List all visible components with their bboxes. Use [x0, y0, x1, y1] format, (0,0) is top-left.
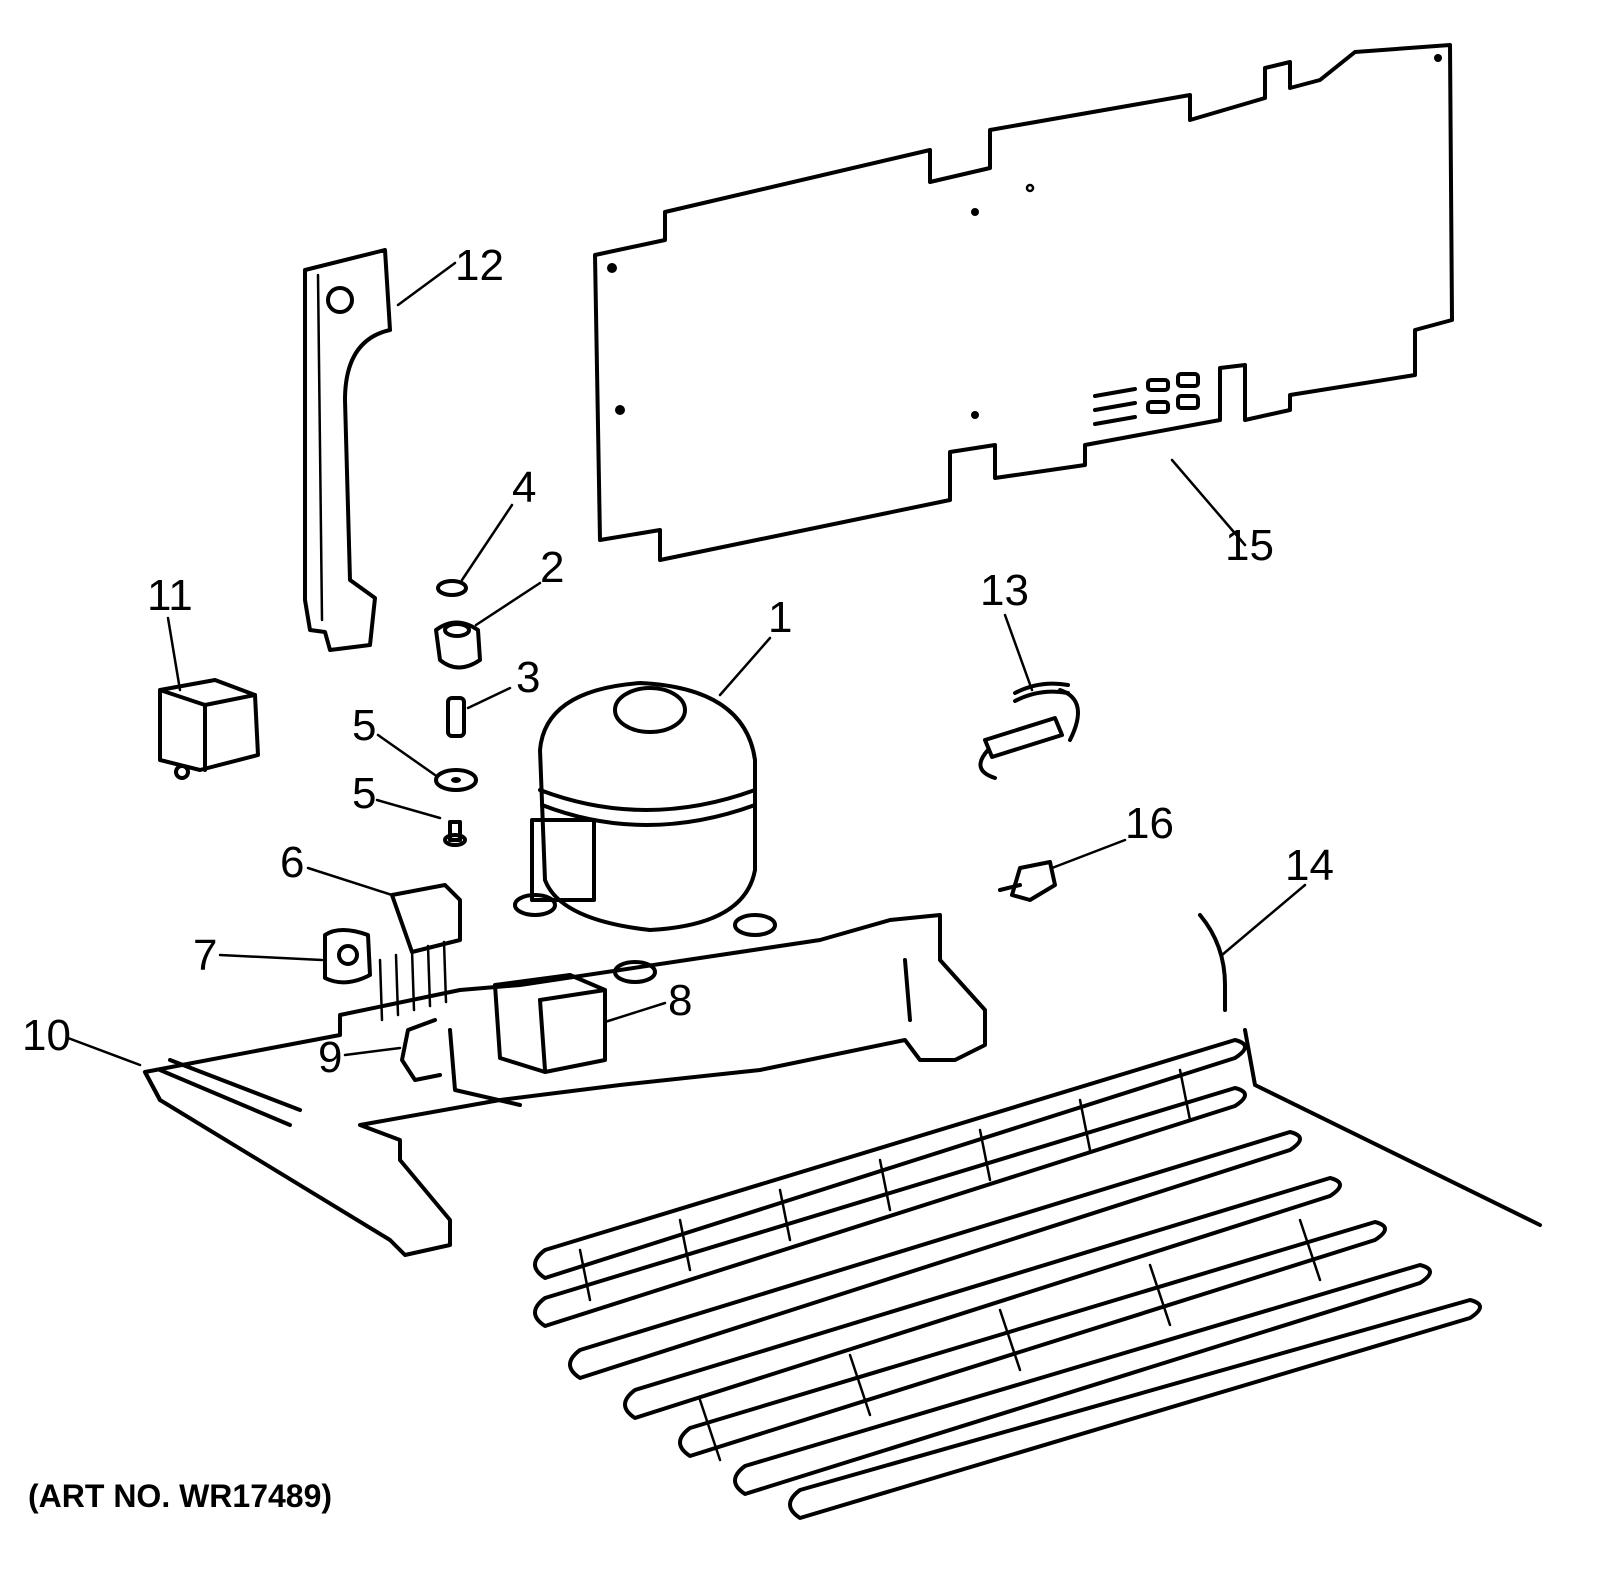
callout-12: 12	[455, 241, 504, 290]
art-number-caption: (ART NO. WR17489)	[28, 1478, 333, 1514]
bracket-part	[303, 248, 392, 652]
callout-labels: 1 2 3 4 5 5 6 7 8 9 10 11 12 13 14 15 16	[22, 241, 1334, 1082]
clip-part	[998, 860, 1057, 902]
callout-2: 2	[540, 543, 564, 592]
leader-lines	[66, 261, 1307, 1067]
callout-3: 3	[516, 653, 540, 702]
callout-14: 14	[1285, 841, 1334, 890]
callout-10: 10	[22, 1011, 71, 1060]
callout-7: 7	[193, 931, 217, 980]
callout-16: 16	[1125, 799, 1174, 848]
callout-1: 1	[768, 593, 792, 642]
base-pan-part	[143, 913, 987, 1257]
condenser-coil-part	[533, 913, 1542, 1520]
callout-4: 4	[512, 463, 536, 512]
mounting-hardware-parts	[434, 579, 482, 847]
callout-5a: 5	[352, 701, 376, 750]
callout-9: 9	[318, 1033, 342, 1082]
compressor-part	[513, 681, 777, 984]
back-panel-part	[593, 43, 1454, 562]
relay-box-part	[158, 678, 260, 780]
callout-11: 11	[147, 571, 193, 620]
callout-13: 13	[980, 566, 1029, 615]
callout-5b: 5	[352, 769, 376, 818]
harness-part	[978, 681, 1080, 780]
callout-8: 8	[668, 976, 692, 1025]
electrical-components	[323, 883, 607, 1082]
callout-15: 15	[1225, 521, 1274, 570]
callout-6: 6	[280, 838, 304, 887]
